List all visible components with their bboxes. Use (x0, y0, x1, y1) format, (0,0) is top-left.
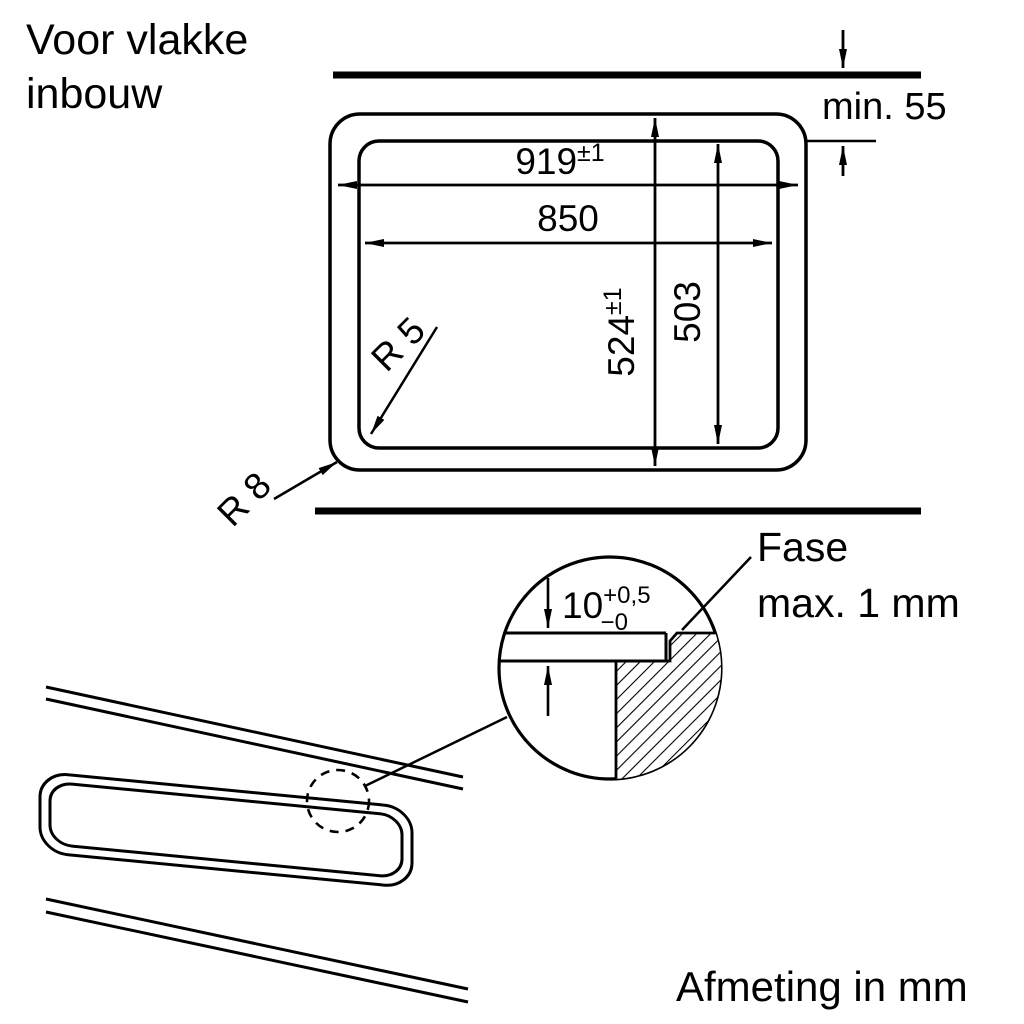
worktop-cutout-opening (38, 773, 414, 887)
chamfer-label-line1: Fase (757, 524, 848, 570)
units-note: Afmeting in mm (676, 963, 968, 1010)
worktop-front-edge-line-2 (45, 910, 469, 1004)
chamfer-label-line2: max. 1 mm (757, 580, 960, 626)
worktop-rear-edge-line-1 (45, 685, 464, 779)
title-line-2: inbouw (26, 70, 163, 118)
rebate-depth-label: 10+0,5−0 (562, 582, 651, 636)
appliance-outline (328, 112, 808, 472)
plan-view-dimension-labels: 919±1 850 524±1 503 min. 55 R 5 R 8 (209, 86, 946, 534)
worktop-rear-edge-line-2 (45, 697, 464, 791)
worktop-front-edge-line-1 (45, 897, 469, 991)
tolerance-superscript: ±1 (599, 287, 627, 315)
tolerance-superscript: ±1 (577, 139, 605, 167)
detail-section-view: 10+0,5−0 Fase max. 1 mm (497, 524, 960, 781)
inner-radius-label: R 5 (363, 309, 433, 379)
tolerance-plus: +0,5 (603, 582, 650, 609)
outer-radius-label: R 8 (209, 464, 279, 534)
chamfer-leader-line (681, 556, 752, 631)
cutout-outline (357, 139, 780, 450)
appliance-depth-label: 524±1 (599, 287, 642, 376)
page-title: Voor vlakke inbouw (26, 16, 248, 118)
inner-radius-leader-line (369, 326, 439, 435)
detail-reference-leader-line (364, 715, 508, 788)
cutout-plan-view (273, 30, 921, 515)
detail-reference-circle (305, 768, 371, 834)
tolerance-minus: −0 (601, 609, 628, 636)
isometric-worktop-view (38, 685, 508, 1004)
appliance-width-label: 919±1 (515, 139, 604, 182)
rear-clearance-label: min. 55 (822, 86, 947, 128)
cutout-width-label: 850 (537, 198, 599, 239)
title-line-1: Voor vlakke (26, 16, 248, 64)
outer-radius-leader-line (273, 460, 338, 501)
cutout-depth-label: 503 (667, 281, 708, 343)
cutout-rebate-inner-outline (48, 782, 404, 878)
